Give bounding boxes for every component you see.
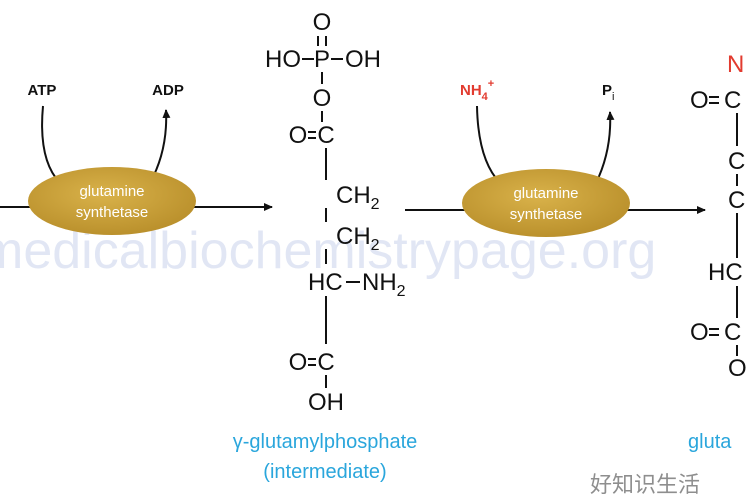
step2-enzyme-shape (462, 169, 630, 237)
product-caption: gluta (688, 431, 732, 453)
alpha-carbon: HC (308, 269, 343, 296)
product-c4: C (724, 319, 741, 346)
step1-enzyme-line2: synthetase (76, 204, 149, 221)
product-o1: O (690, 87, 709, 114)
step2-enzyme-line2: synthetase (510, 206, 583, 223)
intermediate-caption: γ-glutamylphosphate (233, 431, 418, 453)
acid-hydroxyl: OH (308, 389, 344, 416)
intermediate-subcaption: (intermediate) (263, 461, 386, 483)
step2-input-curve (476, 105, 501, 184)
product-nitrogen: N (727, 51, 744, 78)
acid-carbon: C (317, 349, 334, 376)
phosphorus-atom: P (314, 46, 330, 73)
step1-enzyme-shape (28, 167, 196, 235)
phosphate-ho: HO (265, 46, 301, 73)
step1-input-curve (41, 105, 61, 184)
methylene-a: CH2 (336, 182, 380, 213)
carbonyl-oxygen: O (289, 122, 308, 149)
amino-group: NH2 (362, 269, 406, 300)
product-hc: HC (708, 259, 743, 286)
acid-oxygen: O (289, 349, 308, 376)
step1-enzyme-line1: glutamine (79, 183, 144, 200)
product-c1: C (724, 87, 741, 114)
step2-enzyme-line1: glutamine (513, 185, 578, 202)
step2-output-curve (595, 111, 615, 184)
ammonium-label: NH4+ (460, 78, 494, 103)
corner-watermark: 好知识生活 (590, 473, 700, 498)
product-o2: O (690, 319, 709, 346)
carbonyl-carbon: C (317, 122, 334, 149)
bridge-oxygen: O (313, 85, 332, 112)
methylene-b: CH2 (336, 223, 380, 254)
atp-label: ATP (28, 82, 57, 99)
product-c3: C (728, 187, 745, 214)
phosphate-oh: OH (345, 46, 381, 73)
adp-label: ADP (152, 82, 184, 99)
phosphate-label: Pi (602, 82, 614, 103)
product-c2: C (728, 148, 745, 175)
phosphate-o-top: O (313, 9, 332, 36)
product-o3: O (728, 355, 747, 382)
